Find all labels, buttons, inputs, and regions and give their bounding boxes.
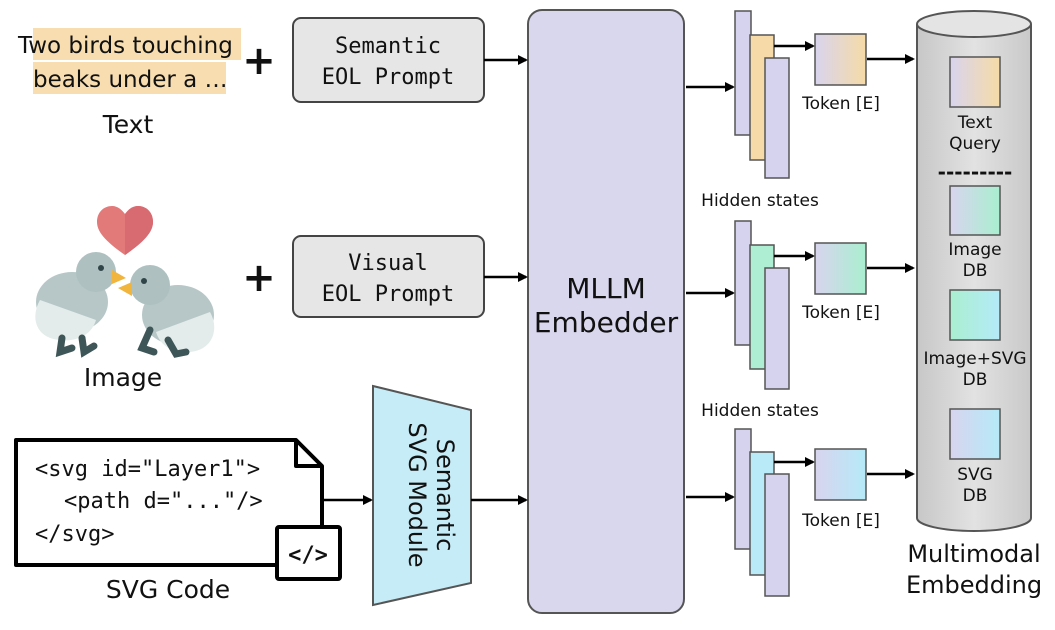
db-text-query-line2: Query bbox=[949, 134, 1001, 154]
svg-code-line1: <svg id="Layer1"> bbox=[35, 457, 260, 482]
embedder-line1: MLLM bbox=[566, 272, 646, 305]
text-label: Text bbox=[102, 110, 154, 139]
document-fold bbox=[294, 440, 322, 468]
db-svg-line1: SVG bbox=[957, 465, 993, 485]
visual-prompt-line1: Visual bbox=[348, 251, 427, 276]
multimodal-embedding-cylinder bbox=[916, 10, 1032, 532]
text-input-group: Two birds touching beaks under a … Text bbox=[17, 28, 241, 139]
db-image-token bbox=[949, 185, 1001, 236]
token-arrows bbox=[774, 41, 915, 479]
plus-sign-image: + bbox=[242, 255, 276, 301]
semantic-prompt-line1: Semantic bbox=[335, 34, 441, 59]
db-imgsvg-line1: Image+SVG bbox=[923, 349, 1026, 369]
input-arrows bbox=[324, 55, 528, 505]
visual-prompt-line2: EOL Prompt bbox=[322, 282, 454, 307]
token-label-text: Token [E] bbox=[801, 94, 880, 114]
text-highlight-line2 bbox=[33, 62, 226, 94]
code-document-shape bbox=[14, 438, 324, 567]
text-snippet-line2: beaks under a … bbox=[33, 67, 228, 93]
hidden-states-image bbox=[734, 220, 790, 390]
svg-code-label: SVG Code bbox=[106, 575, 230, 604]
semantic-prompt-line2: EOL Prompt bbox=[322, 65, 454, 90]
text-highlight-line1 bbox=[33, 28, 241, 60]
db-image-line2: DB bbox=[963, 261, 988, 281]
embedder-output-arrows bbox=[686, 82, 735, 502]
db-svg-token bbox=[949, 408, 1001, 460]
heart-icon bbox=[97, 206, 153, 255]
mllm-embedder-box: MLLM Embedder bbox=[527, 9, 685, 614]
multimodal-caption-line1: Multimodal bbox=[907, 540, 1040, 568]
token-svg bbox=[814, 448, 867, 501]
multimodal-caption-line2: Embedding bbox=[906, 571, 1042, 599]
db-image-line1: Image bbox=[948, 240, 1001, 260]
semantic-eol-prompt-box: Semantic EOL Prompt bbox=[292, 17, 485, 103]
svg-code-input-group: <svg id="Layer1"> <path d="..."/> </svg>… bbox=[14, 438, 342, 604]
hidden-states-text bbox=[734, 10, 790, 179]
code-icon: </> bbox=[275, 525, 342, 581]
svg-module-line2: SVG Module bbox=[403, 422, 431, 567]
embedder-line2: Embedder bbox=[534, 306, 679, 339]
db-separator: --------- bbox=[938, 160, 1013, 184]
semantic-svg-module: Semantic SVG Module bbox=[372, 384, 472, 607]
image-label: Image bbox=[84, 363, 162, 392]
visual-eol-prompt-box: Visual EOL Prompt bbox=[292, 235, 485, 318]
db-text-query-token bbox=[949, 56, 1001, 108]
token-text bbox=[814, 33, 867, 86]
db-imgsvg-token bbox=[949, 289, 1001, 341]
birds-icon bbox=[35, 252, 215, 358]
db-imgsvg-line2: DB bbox=[963, 370, 988, 390]
db-svg-line2: DB bbox=[963, 486, 988, 506]
db-text-query-line1: Text bbox=[957, 113, 993, 133]
token-image bbox=[814, 242, 867, 295]
hidden-states-label-1: Hidden states bbox=[701, 191, 819, 211]
text-snippet-line1: Two birds touching bbox=[17, 33, 233, 59]
token-label-svg: Token [E] bbox=[801, 511, 880, 531]
hidden-states-label-2: Hidden states bbox=[701, 401, 819, 421]
hidden-states-svg bbox=[734, 428, 790, 597]
token-label-image: Token [E] bbox=[801, 303, 880, 323]
svg-code-line3: </svg> bbox=[35, 522, 114, 547]
code-badge-text: </> bbox=[288, 543, 328, 568]
svg-module-line1: Semantic bbox=[431, 439, 459, 552]
plus-sign-text: + bbox=[242, 38, 276, 84]
svg-code-line2: <path d="..."/> bbox=[64, 489, 263, 514]
image-input-group: Image bbox=[35, 206, 215, 392]
